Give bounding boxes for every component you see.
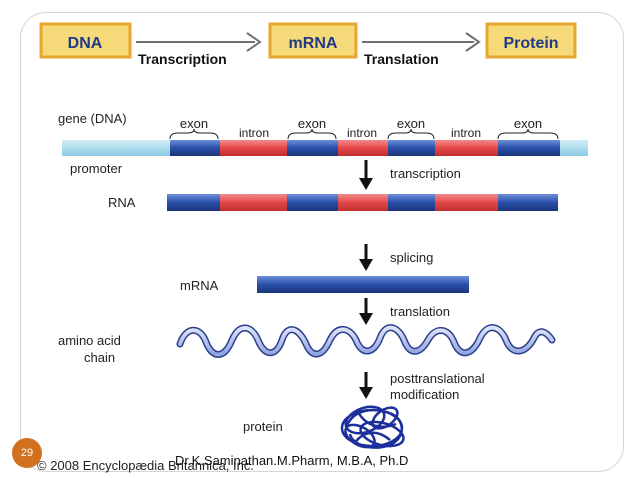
rna-label: RNA bbox=[108, 195, 136, 210]
rna-exon-segment bbox=[498, 194, 558, 211]
protein-label: protein bbox=[243, 419, 283, 434]
exon-bracket-2 bbox=[287, 128, 337, 140]
protein-box bbox=[485, 22, 577, 59]
slide-frame bbox=[20, 12, 624, 472]
dna-exon-segment bbox=[287, 140, 338, 156]
amino-acid-chain bbox=[178, 325, 554, 357]
translation-arrow-head bbox=[465, 32, 481, 52]
top-flow: DNA Transcription mRNA Translation Prote… bbox=[39, 22, 577, 67]
author-credit: Dr.K.Saminathan.M.Pharm, M.B.A, Ph.D bbox=[175, 453, 409, 468]
dna-trailing-segment bbox=[560, 140, 588, 156]
mrna-strand bbox=[257, 276, 469, 293]
translation-step-label: translation bbox=[390, 304, 450, 319]
transcription-arrow-head bbox=[246, 32, 262, 52]
amino-acid-row: amino acid chain bbox=[58, 324, 556, 365]
promoter-segment bbox=[62, 140, 170, 156]
translation-step: translation bbox=[359, 298, 450, 325]
mrna-box bbox=[268, 22, 358, 59]
copyright-text: © 2008 Encyclopædia Britannica, Inc. bbox=[37, 458, 254, 473]
down-arrow-head-icon bbox=[359, 178, 373, 190]
intron-label-2: intron bbox=[347, 126, 377, 140]
rna-exon-segment bbox=[167, 194, 220, 211]
exon-bracket-4 bbox=[497, 128, 559, 140]
posttranslational-label-line1: posttranslational bbox=[390, 371, 485, 386]
splicing-step: splicing bbox=[359, 244, 433, 271]
intron-label-1: intron bbox=[239, 126, 269, 140]
rna-row: RNA bbox=[108, 194, 558, 211]
amino-acid-label-line2: chain bbox=[84, 350, 115, 365]
protein-box-label: Protein bbox=[503, 35, 558, 52]
mrna-box-label: mRNA bbox=[289, 35, 338, 52]
gene-dna-row: gene (DNA) exon intron exon intron exon … bbox=[58, 111, 588, 176]
exon-bracket-1 bbox=[169, 128, 219, 140]
rna-intron-segment bbox=[435, 194, 498, 211]
protein-row: protein bbox=[243, 405, 405, 449]
amino-acid-label-line1: amino acid bbox=[58, 333, 121, 348]
mrna-label: mRNA bbox=[180, 278, 219, 293]
dna-box bbox=[39, 22, 132, 59]
down-arrow-head-icon bbox=[359, 259, 373, 271]
exon-label-4: exon bbox=[514, 116, 542, 131]
dna-box-label: DNA bbox=[68, 35, 103, 52]
dna-intron-segment bbox=[338, 140, 388, 156]
rna-intron-segment bbox=[220, 194, 287, 211]
down-arrow-head-icon bbox=[359, 313, 373, 325]
promoter-label: promoter bbox=[70, 161, 123, 176]
intron-label-3: intron bbox=[451, 126, 481, 140]
exon-label-1: exon bbox=[180, 116, 208, 131]
rna-exon-segment bbox=[388, 194, 435, 211]
mrna-row: mRNA bbox=[180, 276, 469, 293]
dna-exon-segment bbox=[498, 140, 560, 156]
translation-flow-label: Translation bbox=[364, 51, 439, 67]
folded-protein-icon bbox=[340, 405, 405, 449]
exon-label-3: exon bbox=[397, 116, 425, 131]
slide-number-badge: 29 bbox=[12, 438, 42, 468]
dna-exon-segment bbox=[170, 140, 220, 156]
posttranslational-step: posttranslational modification bbox=[359, 371, 485, 402]
transcription-step: transcription bbox=[359, 160, 461, 190]
down-arrow-head-icon bbox=[359, 387, 373, 399]
transcription-flow-label: Transcription bbox=[138, 51, 227, 67]
transcription-step-label: transcription bbox=[390, 166, 461, 181]
gene-dna-label: gene (DNA) bbox=[58, 111, 127, 126]
dna-intron-segment bbox=[220, 140, 287, 156]
rna-intron-segment bbox=[338, 194, 388, 211]
exon-brackets bbox=[169, 128, 559, 140]
exon-label-2: exon bbox=[298, 116, 326, 131]
rna-exon-segment bbox=[287, 194, 338, 211]
splicing-step-label: splicing bbox=[390, 250, 433, 265]
dna-intron-segment bbox=[435, 140, 498, 156]
posttranslational-label-line2: modification bbox=[390, 387, 459, 402]
exon-bracket-3 bbox=[387, 128, 435, 140]
dna-exon-segment bbox=[388, 140, 435, 156]
